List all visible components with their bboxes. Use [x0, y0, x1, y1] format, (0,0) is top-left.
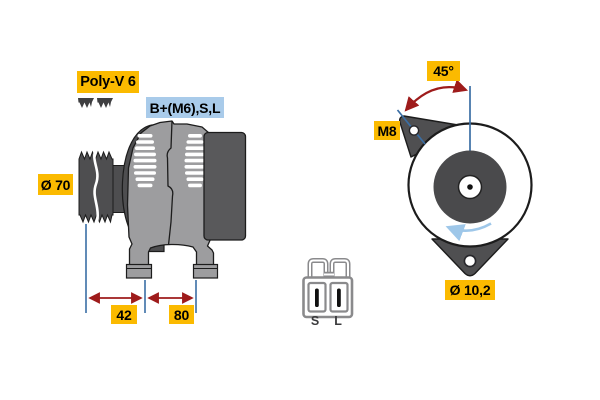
mounting-foot-left — [125, 263, 153, 279]
shaft-center — [467, 184, 473, 190]
dim-42-label: 42 — [111, 305, 137, 324]
angle-arc-arrow — [404, 79, 469, 112]
rear-view-drawing — [396, 79, 533, 277]
pin-s-label: S — [310, 314, 320, 328]
pin-s — [315, 288, 319, 307]
thread-size-label: M8 — [374, 121, 400, 140]
terminal-label: B+(M6),S,L — [146, 97, 224, 118]
pulley-break-line — [93, 147, 99, 227]
mounting-foot-right — [192, 263, 219, 279]
dim-80-label: 80 — [169, 305, 194, 324]
cooling-vents-rear — [184, 134, 206, 188]
hole-diameter-label: Ø 10,2 — [445, 280, 495, 300]
belt-profile-icon — [78, 98, 113, 108]
rear-housing-block — [203, 131, 247, 241]
m8-hole — [408, 125, 420, 136]
angle-label: 45° — [427, 61, 460, 81]
lug-hole — [463, 254, 477, 268]
connector-clip — [307, 258, 351, 278]
pin-l-label: L — [334, 314, 342, 328]
connector-drawing — [302, 258, 354, 319]
cooling-vents-front — [133, 134, 157, 188]
housing-parting-line — [166, 120, 174, 246]
side-view-drawing — [78, 98, 247, 313]
rotation-arrow-icon — [445, 222, 492, 242]
pin-l — [337, 288, 341, 307]
belt-type-label: Poly-V 6 — [77, 71, 139, 93]
pulley-diameter-label: Ø 70 — [38, 174, 73, 195]
